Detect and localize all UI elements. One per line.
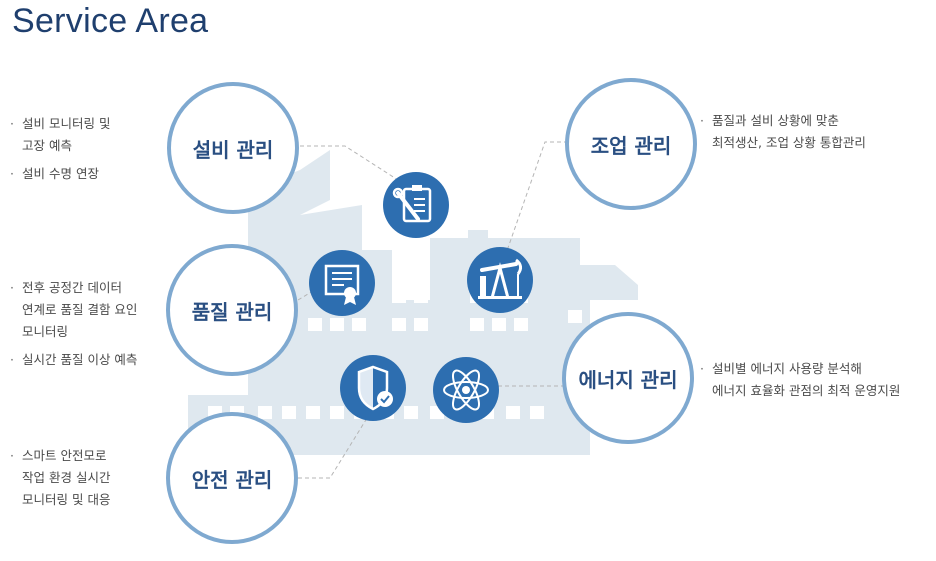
shield-check-icon [340, 355, 406, 421]
operation-management-circle: 조업 관리 [565, 78, 697, 210]
operation-management-label: 조업 관리 [590, 133, 672, 158]
maintenance-clipboard-icon [383, 172, 449, 238]
quality-management-circle: 품질 관리 [166, 244, 298, 376]
connector-operation [501, 141, 568, 266]
safety-management-label: 안전 관리 [191, 467, 273, 492]
connector-safety [298, 409, 373, 479]
safety-description: 스마트 안전모로 작업 환경 실시간 모니터링 및 대응 [10, 445, 110, 511]
desc-item: 품질과 설비 상황에 맞춘 최적생산, 조업 상황 통합관리 [700, 110, 866, 154]
desc-item: 설비별 에너지 사용량 분석해 에너지 효율화 관점의 최적 운영지원 [700, 358, 900, 402]
oil-pump-icon [467, 247, 533, 313]
page-title: Service Area [12, 2, 209, 40]
equipment-management-label: 설비 관리 [192, 137, 274, 162]
operation-description: 품질과 설비 상황에 맞춘 최적생산, 조업 상황 통합관리 [700, 110, 866, 154]
energy-management-circle: 에너지 관리 [562, 312, 694, 444]
desc-item: 실시간 품질 이상 예측 [10, 349, 137, 371]
safety-management-circle: 안전 관리 [166, 412, 298, 544]
connector-lines [297, 141, 568, 479]
equipment-management-circle: 설비 관리 [167, 82, 299, 214]
energy-management-label: 에너지 관리 [578, 367, 678, 392]
factory-silhouette [188, 150, 638, 455]
connector-quality [297, 287, 319, 301]
connector-equipment [300, 145, 399, 181]
quality-management-label: 품질 관리 [191, 299, 273, 324]
atom-icon [433, 357, 499, 423]
certificate-icon [309, 250, 375, 316]
equipment-description: 설비 모니터링 및 고장 예측 설비 수명 연장 [10, 113, 110, 185]
quality-description: 전후 공정간 데이터 연계로 품질 결함 요인 모니터링 실시간 품질 이상 예… [10, 277, 137, 371]
desc-item: 스마트 안전모로 작업 환경 실시간 모니터링 및 대응 [10, 445, 110, 511]
energy-description: 설비별 에너지 사용량 분석해 에너지 효율화 관점의 최적 운영지원 [700, 358, 900, 402]
desc-item: 설비 수명 연장 [10, 163, 110, 185]
desc-item: 설비 모니터링 및 고장 예측 [10, 113, 110, 157]
desc-item: 전후 공정간 데이터 연계로 품질 결함 요인 모니터링 [10, 277, 137, 343]
